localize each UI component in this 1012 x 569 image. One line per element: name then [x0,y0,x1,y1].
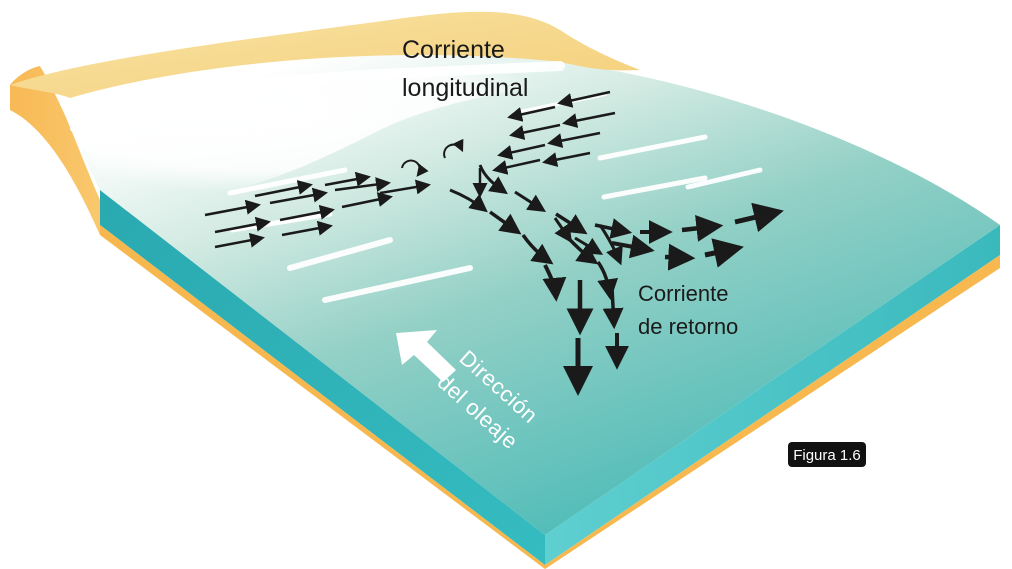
sand-base-right [545,255,1000,569]
wave-crest [229,211,333,233]
rip-label-line2: de retorno [638,314,738,339]
sand-beach [10,11,640,98]
shore-foam-edge [70,61,565,133]
figure-badge [788,442,866,467]
wave-direction-arrow [396,330,456,382]
current-arrow [547,131,601,149]
current-arrow [254,179,313,198]
wave-crest [227,167,348,196]
longshore-arrows-left [204,171,431,249]
current-arrow [602,287,624,330]
rip-label-line1: Corriente [638,281,728,306]
water-side-right [545,225,1000,565]
current-arrow [734,202,784,233]
current-arrow [574,236,604,255]
current-arrow [514,190,547,212]
current-arrow [507,105,556,122]
current-arrow [214,232,265,249]
current-arrow [542,264,567,302]
eddy-icon [401,159,429,177]
current-arrow [681,214,724,242]
wave-crest [597,134,708,161]
wave-crest [287,237,393,271]
current-arrow [596,260,619,301]
wave-crest [685,167,763,190]
sand-side-left [10,66,100,235]
current-arrow [204,199,261,217]
current-arrow [555,212,588,235]
current-arrow [279,204,335,222]
current-arrow [324,171,371,187]
shore-foam [80,69,557,200]
current-arrow [497,143,546,160]
current-arrow [598,224,623,266]
current-arrow [521,233,554,265]
current-arrow [492,158,541,175]
figure-badge-label: Figura 1.6 [793,447,861,464]
rip-current-arrows [449,164,784,396]
current-arrow [704,238,744,268]
current-arrow [562,111,616,129]
sand-base-left [100,225,545,569]
current-arrow [214,216,271,234]
current-arrow [542,151,591,168]
current-arrow [558,228,599,265]
longshore-label-line2: longitudinal [402,74,529,102]
eddy-swirls [401,138,464,177]
wave-crest [322,265,473,303]
current-arrow [379,179,431,195]
current-arrow [509,123,561,140]
water-side-left [100,190,545,565]
longshore-label-line1: Corriente [402,36,505,64]
longshore-arrows-right [492,90,616,175]
current-arrow [449,188,488,213]
current-arrow [334,177,391,193]
current-arrow [269,187,328,205]
current-arrow [341,192,393,209]
current-arrow [557,90,611,108]
current-arrow [488,210,522,235]
current-arrow [281,220,333,237]
current-arrow [664,243,696,271]
eddy-icon [443,138,464,159]
wave-crest [601,175,708,200]
current-arrow [611,234,655,259]
current-arrow [478,164,508,195]
